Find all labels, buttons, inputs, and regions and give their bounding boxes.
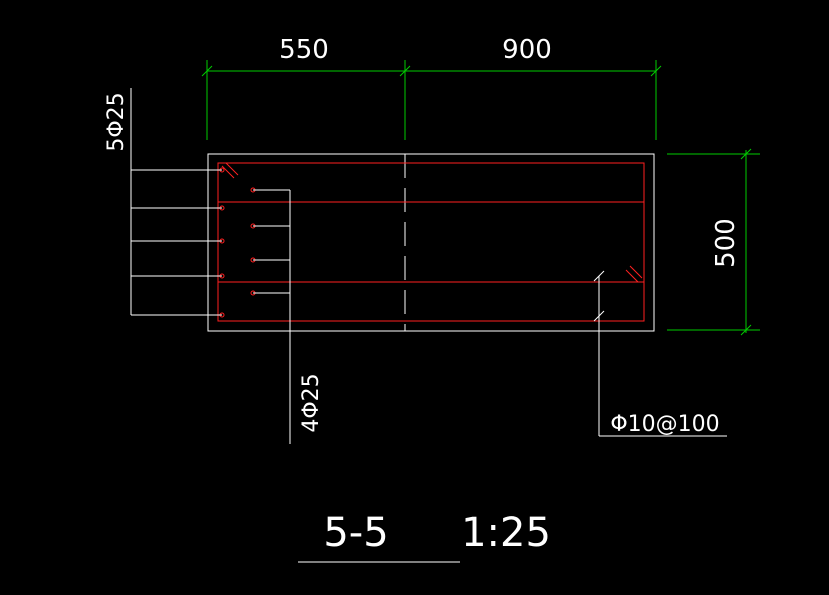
- rebar-cage: [217, 162, 645, 322]
- top-rebar-label: 5Φ25: [104, 92, 129, 151]
- leader-lines: [130, 88, 727, 563]
- dimension-lines: [201, 60, 760, 336]
- dimension-550-label: 550: [279, 35, 329, 65]
- inner-rebar-label: 4Φ25: [299, 373, 324, 432]
- section-title: 5-5: [323, 510, 388, 556]
- dimension-500-label: 500: [711, 218, 741, 268]
- dimension-900-label: 900: [502, 35, 552, 65]
- stirrup-label: Φ10@100: [610, 412, 719, 437]
- concrete-outline: [207, 153, 655, 332]
- scale-label: 1:25: [461, 510, 551, 556]
- rebar-dots: [219, 167, 256, 318]
